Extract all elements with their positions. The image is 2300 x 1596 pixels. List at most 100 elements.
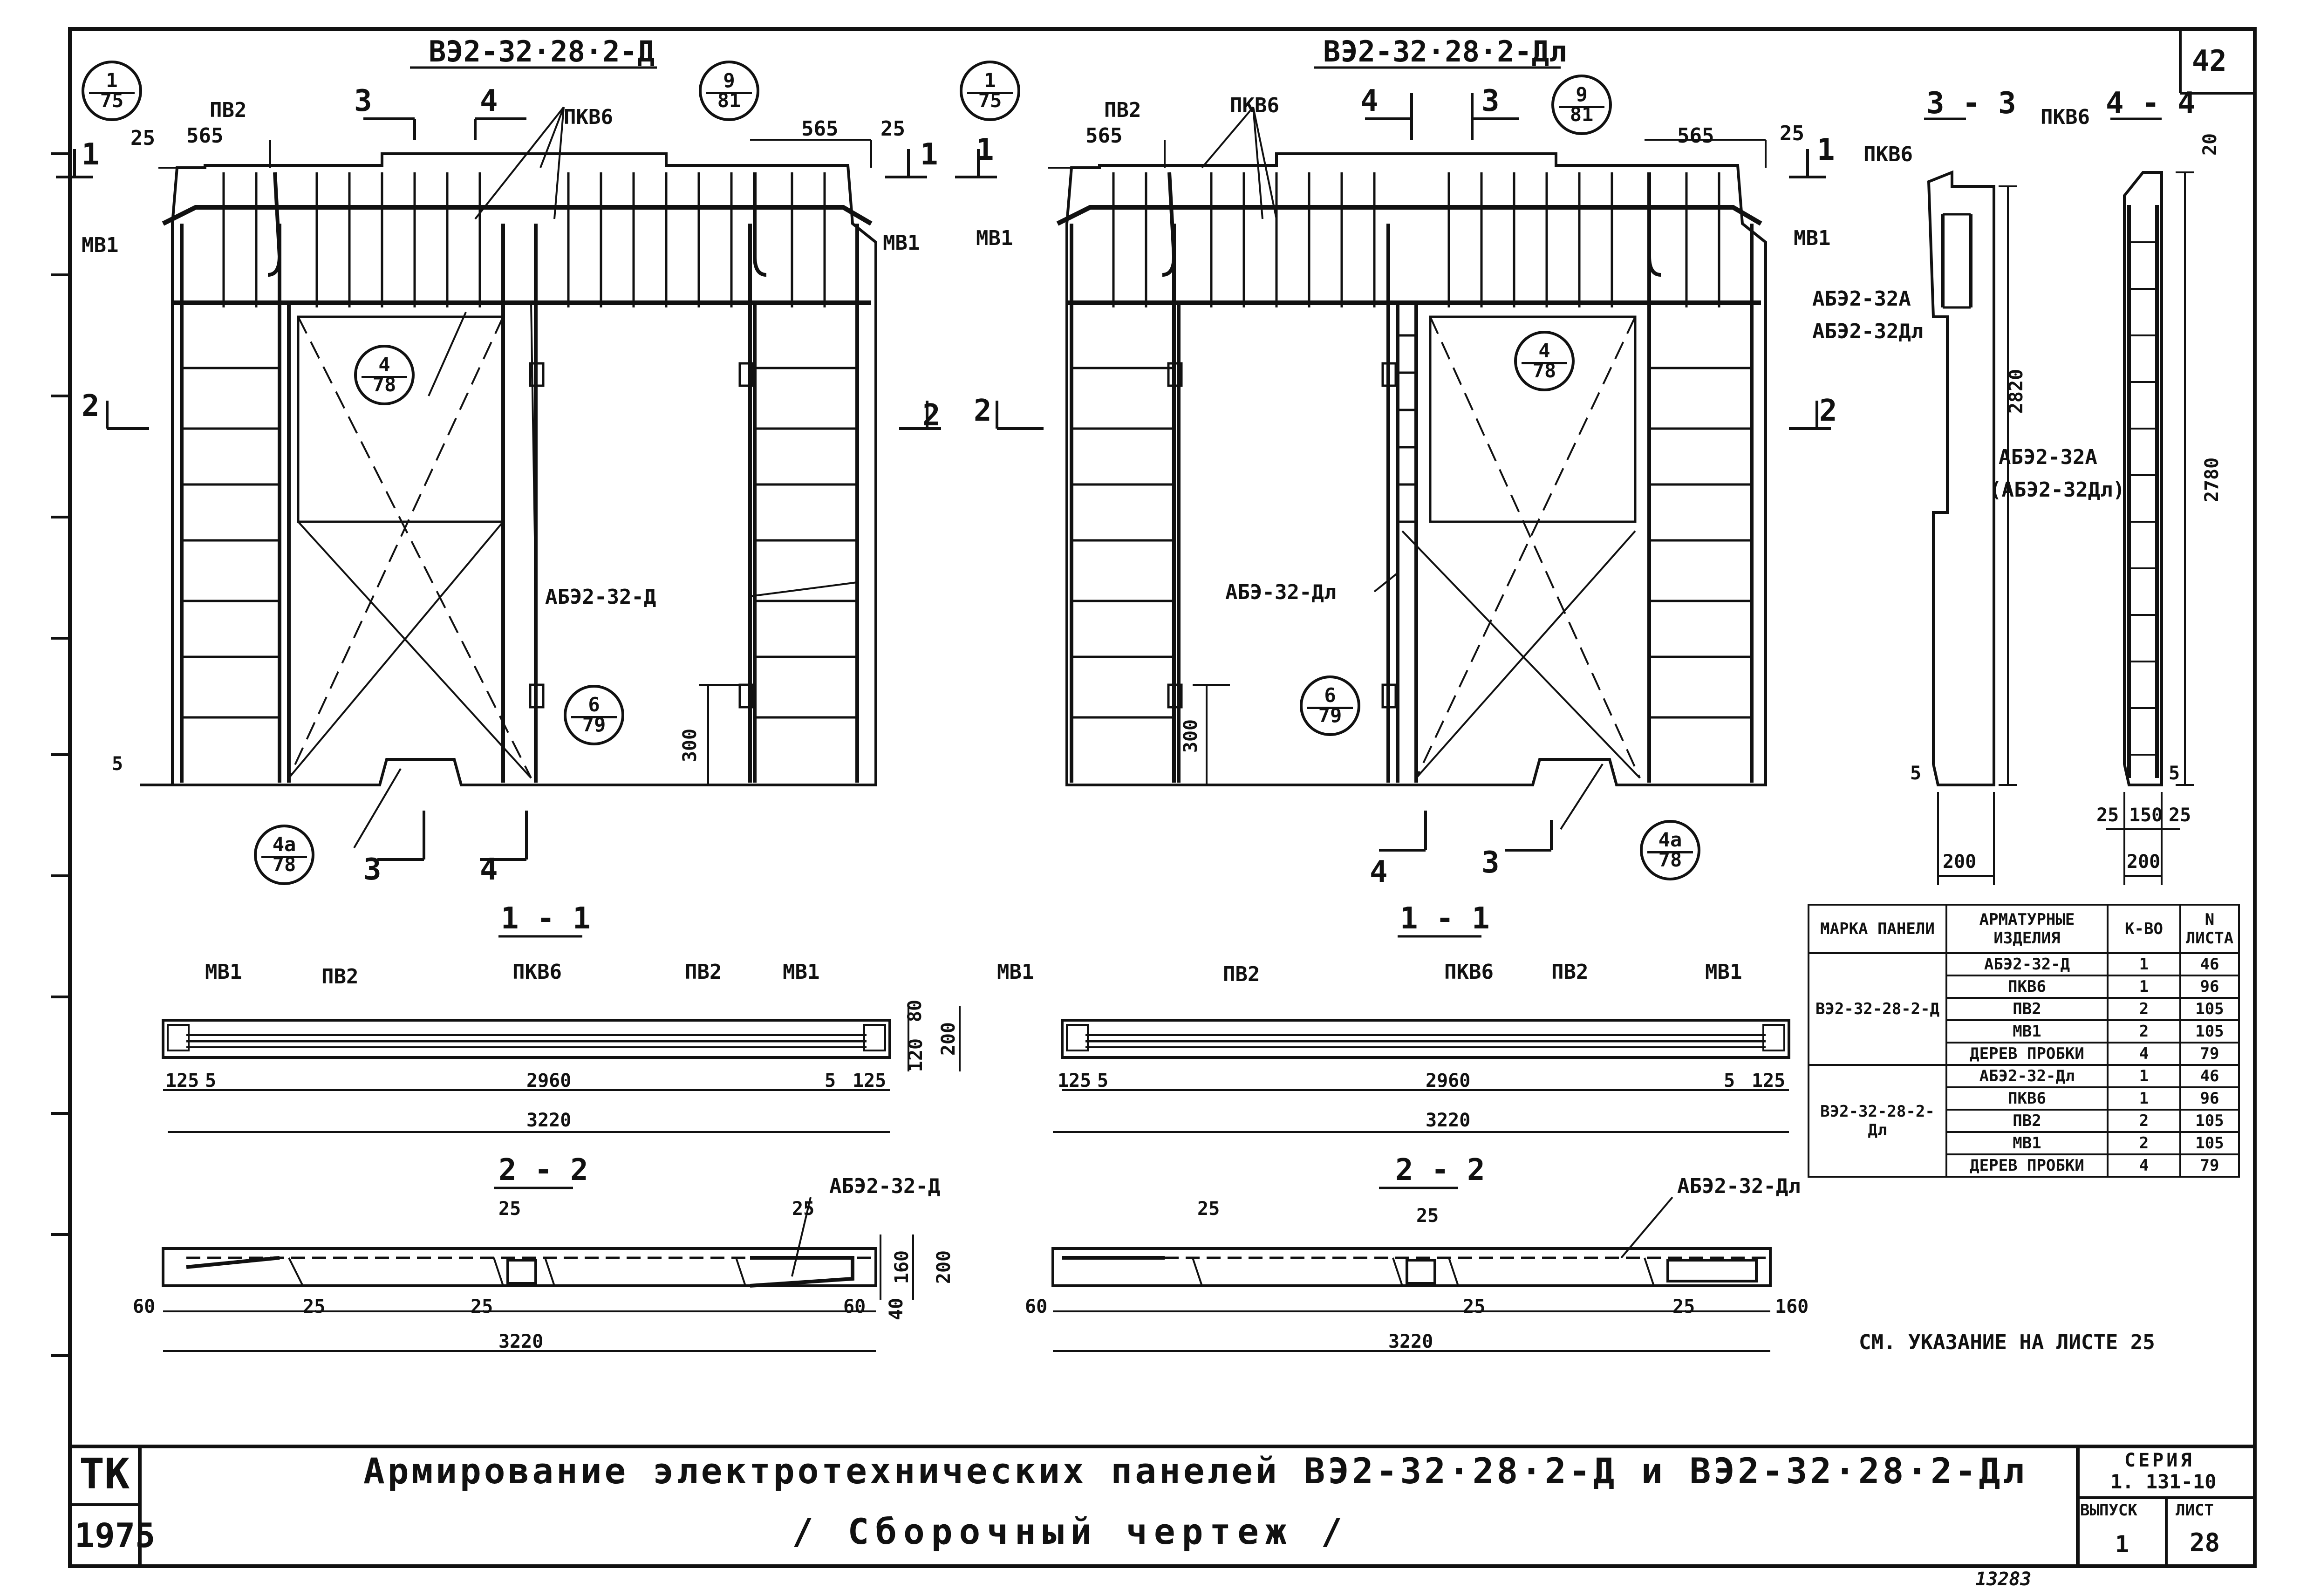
table-cell: 1	[2107, 1064, 2181, 1088]
s11l-h200: 200	[938, 1022, 960, 1056]
section-2-2-left-title: 2 - 2	[498, 1153, 588, 1187]
section-4-4-width: 200	[2127, 851, 2161, 873]
table-cell: 46	[2179, 1064, 2240, 1088]
s22l-d25-a: 25	[498, 1198, 521, 1220]
spec-header-mark: МАРКА ПАНЕЛИ	[1808, 904, 1947, 954]
left-label-565-a: 565	[186, 124, 224, 148]
sheet-label: ЛИСТ	[2176, 1501, 2214, 1520]
s22l-d25-d: 25	[471, 1296, 493, 1317]
left-label-25-b: 25	[880, 117, 905, 141]
left-cut-2-b: 2	[922, 398, 941, 433]
s22r-d25-c: 25	[1463, 1296, 1486, 1317]
table-cell: АБЭ2-32-Дл	[1945, 1064, 2109, 1088]
table-row: ВЭ2-32-28-2-Д АБЭ2-32-Д 1 46	[1808, 952, 2240, 1066]
s22l-mesh: АБЭ2-32-Д	[829, 1174, 941, 1198]
title-line-1: Армирование электротехнических панелей В…	[363, 1450, 2027, 1492]
s22l-d40: 40	[886, 1297, 908, 1321]
table-cell: АБЭ2-32-Д	[1945, 952, 2109, 976]
left-label-mv1-b: МВ1	[883, 231, 920, 255]
s22r-d25-d: 25	[1672, 1296, 1695, 1317]
s11r-d125-b: 125	[1752, 1070, 1786, 1091]
s11r-mv1-a: МВ1	[997, 960, 1034, 984]
table-cell: ПКВ6	[1945, 1086, 2109, 1111]
s11l-total: 3220	[526, 1110, 572, 1131]
s11l-pkv6: ПКВ6	[512, 960, 562, 984]
right-cut-2-b: 2	[1819, 394, 1837, 428]
sheet-number: 42	[2192, 44, 2227, 78]
left-label-pv2: ПВ2	[210, 98, 247, 122]
table-cell: 105	[2179, 1019, 2240, 1044]
right-label-pkv6: ПКВ6	[1230, 94, 1279, 117]
table-row: ПВ2 2 105	[1809, 1109, 2240, 1133]
s11r-pv2-b: ПВ2	[1551, 960, 1589, 984]
section-1-1-right-title: 1 - 1	[1400, 901, 1490, 936]
s11r-pkv6: ПКВ6	[1444, 960, 1494, 984]
section-4-4-pkv6: ПКВ6	[2041, 105, 2090, 129]
left-label-300: 300	[679, 728, 701, 763]
table-cell: ПВ2	[1945, 997, 2109, 1021]
title-line-2: / Сборочный чертеж /	[792, 1511, 1349, 1552]
s22r-d60: 60	[1025, 1296, 1048, 1317]
table-cell: 1	[2107, 975, 2181, 999]
s11r-d5-a: 5	[1097, 1070, 1109, 1091]
s22l-total: 3220	[498, 1331, 544, 1352]
right-label-565-a: 565	[1085, 124, 1123, 148]
right-label-mesh: АБЭ-32-Дл	[1225, 580, 1337, 604]
left-label-5: 5	[112, 753, 123, 775]
section-4-4-title: 4 - 4	[2106, 86, 2196, 121]
section-2-2-right-title: 2 - 2	[1395, 1153, 1485, 1187]
table-cell: 2	[2107, 997, 2181, 1021]
spec-header-items: АРМАТУРНЫЕ ИЗДЕЛИЯ	[1945, 904, 2109, 954]
section-3-3-width: 200	[1943, 851, 1977, 873]
table-cell: 96	[2179, 975, 2240, 999]
s11r-d5-b: 5	[1724, 1070, 1735, 1091]
table-row: ПКВ6 1 96	[1809, 1086, 2240, 1111]
table-cell: МВ1	[1945, 1131, 2109, 1155]
section-2-2-left-geometry	[162, 1187, 914, 1352]
s22r-d25-b: 25	[1416, 1205, 1439, 1227]
section-4-4-w2: 150	[2129, 805, 2163, 826]
spec-mark-d: ВЭ2-32-28-2-Д	[1808, 952, 1947, 1066]
section-1-1-left-geometry	[162, 935, 961, 1133]
section-4-4-w1: 25	[2096, 805, 2119, 826]
title-block-geometry	[70, 1446, 2255, 1566]
s11r-total: 3220	[1426, 1110, 1471, 1131]
right-label-565-b: 565	[1677, 124, 1714, 148]
note-text: СМ. УКАЗАНИЕ НА ЛИСТЕ 25	[1859, 1330, 2155, 1354]
right-panel-geometry	[955, 66, 1831, 852]
table-cell: ДЕРЕВ ПРОБКИ	[1945, 1042, 2109, 1066]
title-block-code: ТК	[79, 1450, 130, 1499]
s22l-h160: 160	[891, 1250, 913, 1284]
right-cut-4-b: 4	[1370, 855, 1388, 889]
section-3-3-d5: 5	[1910, 763, 1922, 784]
table-cell: 96	[2179, 1086, 2240, 1111]
s11r-pv2-a: ПВ2	[1223, 962, 1260, 986]
section-4-4-d20: 20	[2199, 133, 2221, 156]
table-cell: 46	[2179, 952, 2240, 976]
table-cell: 105	[2179, 1131, 2240, 1155]
section-3-3-mesh-dl: АБЭ2-32Дл	[1812, 320, 1924, 343]
left-cut-2-a: 2	[82, 389, 100, 423]
left-label-mesh: АБЭ2-32-Д	[545, 585, 656, 609]
right-label-300: 300	[1180, 719, 1202, 753]
s22l-d25-b: 25	[792, 1198, 815, 1220]
table-row: ПКВ6 1 96	[1809, 975, 2240, 999]
s11l-d5-a: 5	[205, 1070, 217, 1091]
table-row: ВЭ2-32-28-2-Дл АБЭ2-32-Дл 1 46	[1808, 1064, 2240, 1178]
spec-header-sheet: N ЛИСТА	[2179, 904, 2240, 954]
right-cut-3-b: 3	[1481, 846, 1500, 880]
right-cut-4-a: 4	[1360, 84, 1379, 118]
section-1-1-right-geometry	[1053, 935, 1790, 1133]
stamp-number: 13283	[1975, 1569, 2032, 1590]
left-label-25-a: 25	[130, 126, 155, 150]
left-cut-3-a: 3	[354, 84, 372, 118]
section-3-3-mesh-a: АБЭ2-32А	[1812, 287, 1911, 311]
left-cut-1-b: 1	[920, 137, 938, 172]
section-4-4-mesh: АБЭ2-32А	[1999, 445, 2097, 469]
sheet-frame	[68, 27, 2257, 1568]
